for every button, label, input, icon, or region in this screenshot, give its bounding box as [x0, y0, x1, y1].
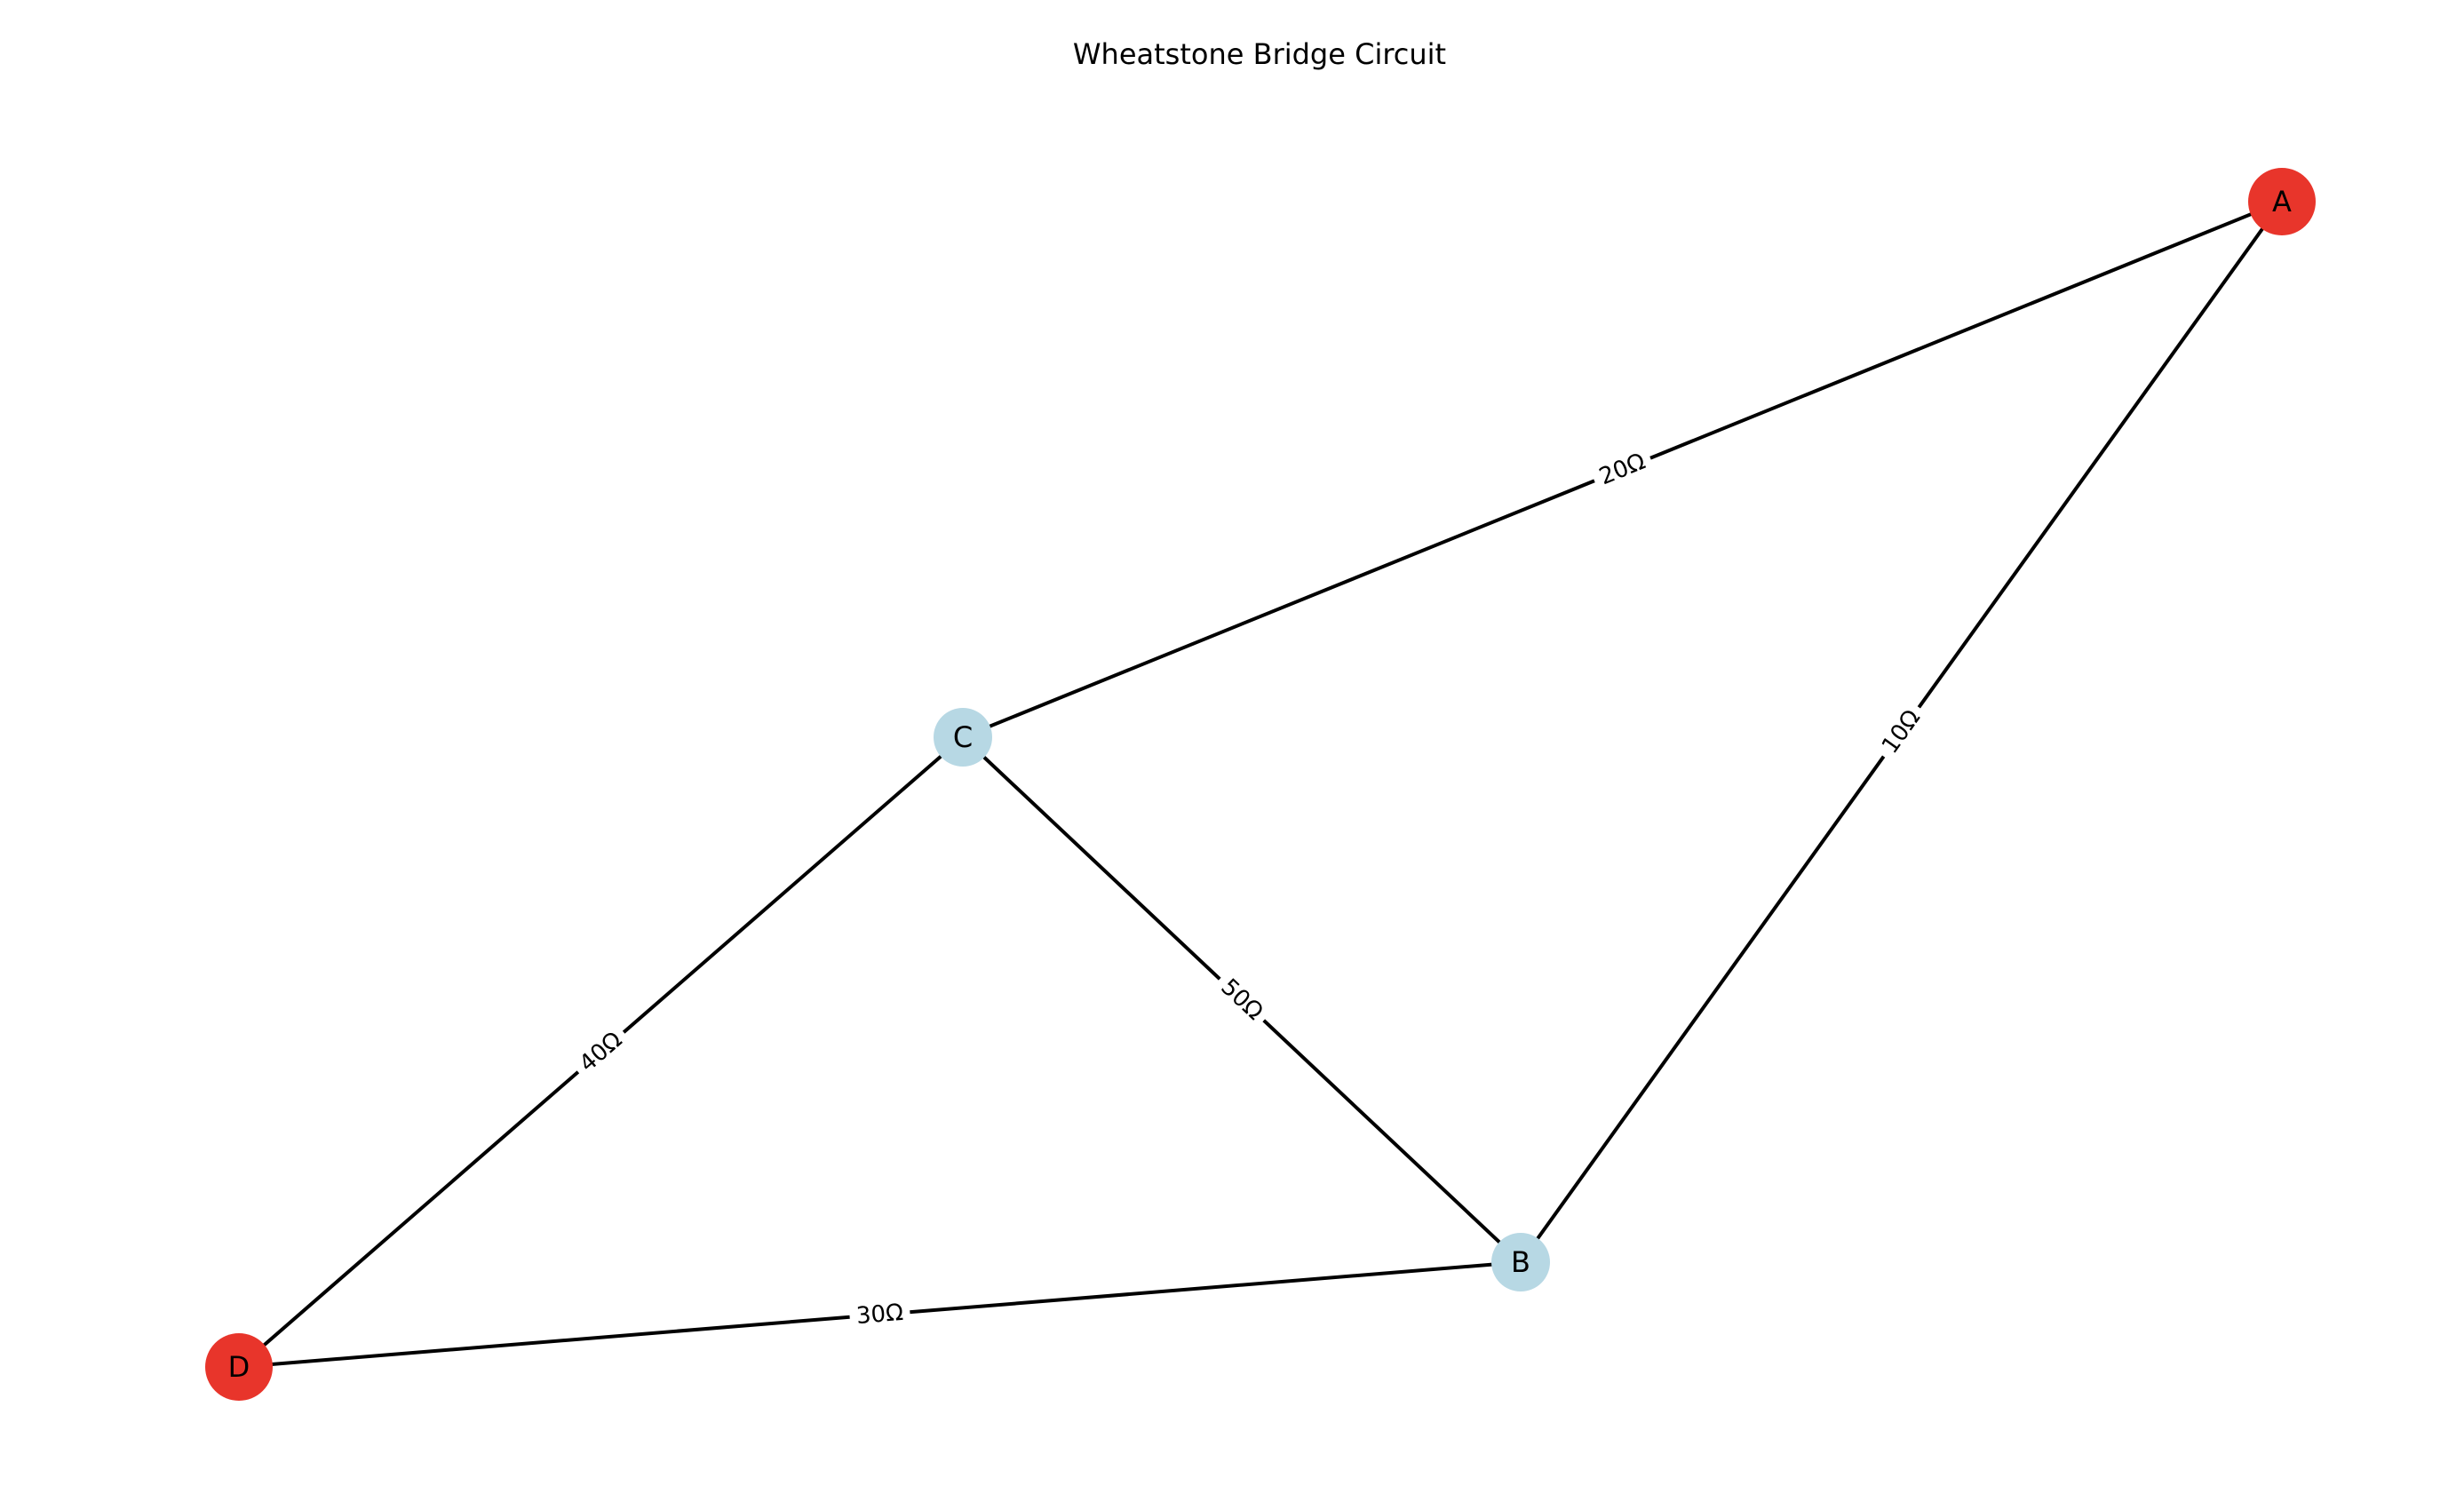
node-label-a: A	[2272, 185, 2292, 219]
node-b	[1491, 1233, 1550, 1291]
diagram-title: Wheatstone Bridge Circuit	[1073, 37, 1446, 71]
edge-label-background	[568, 1021, 633, 1083]
node-d	[205, 1333, 273, 1401]
node-label-b: B	[1511, 1245, 1530, 1279]
edge-label-group-a-b: 10Ω	[1872, 699, 1931, 765]
nodes-layer: A B C D	[205, 168, 2316, 1401]
edge-label-background	[1872, 699, 1931, 765]
edge-label-background	[1210, 968, 1274, 1031]
edge-label-group-d-b: 30Ω	[848, 1298, 911, 1331]
edge-label-background	[1588, 444, 1657, 495]
node-c	[934, 708, 992, 767]
edge-label-background	[848, 1298, 911, 1331]
edge-label-d-b: 30Ω	[855, 1299, 904, 1330]
node-label-d: D	[228, 1350, 250, 1384]
node-a	[2248, 168, 2316, 235]
edge-label-group-a-c: 20Ω	[1588, 444, 1657, 495]
node-label-c: C	[953, 720, 973, 754]
